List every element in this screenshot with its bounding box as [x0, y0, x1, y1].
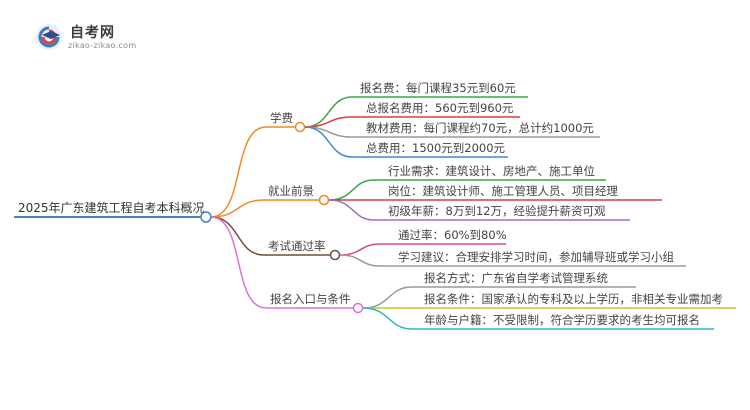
leaf-employment-positions: 岗位：建筑设计师、施工管理人员、项目经理: [388, 184, 618, 198]
connector-employment: [210, 199, 320, 218]
connector-pass-rate: [210, 216, 331, 256]
leaf-tuition-total-registration: 总报名费用：560元到960元: [366, 101, 514, 115]
leaf-pass-rate-advice: 学习建议：合理安排学习时间，参加辅导班或学习小组: [398, 250, 674, 264]
leaf-tuition-total: 总费用：1500元到2000元: [366, 141, 506, 155]
connector-registration: [210, 216, 354, 309]
branch-label-registration: 报名入口与条件: [270, 292, 351, 306]
leaf-registration-method: 报名方式：广东省自学考试管理系统: [424, 271, 608, 285]
branch-employment[interactable]: 就业前景 行业需求：建筑设计、房地产、施工单位 岗位：建筑设计师、施工管理人员、…: [210, 164, 662, 221]
branch-node-registration: [352, 302, 364, 314]
branch-node-employment: [318, 194, 330, 206]
connector-tuition-3: [304, 126, 508, 158]
site-logo[interactable]: 自考网 zikao-zikao.com: [34, 20, 154, 54]
branch-label-employment: 就业前景: [268, 184, 314, 198]
root-label: 2025年广东建筑工程自考本科概况: [18, 200, 205, 215]
branch-label-tuition: 学费: [270, 111, 293, 125]
branch-node-pass-rate: [329, 249, 341, 261]
connector-pass-rate-1: [339, 254, 686, 267]
leaf-pass-rate-value: 通过率：60%到80%: [398, 228, 507, 242]
logo-title: 自考网: [70, 25, 115, 41]
leaf-registration-requirements: 报名条件：国家承认的专科及以上学历，非相关专业需加考: [424, 292, 723, 306]
leaf-employment-demand: 行业需求：建筑设计、房地产、施工单位: [388, 164, 595, 178]
leaf-employment-salary: 初级年薪：8万到12万，经验提升薪资可观: [388, 204, 606, 218]
connector-tuition: [210, 126, 296, 218]
leaf-tuition-registration: 报名费：每门课程35元到60元: [360, 81, 516, 95]
root-node[interactable]: 2025年广东建筑工程自考本科概况: [14, 200, 212, 223]
leaf-registration-age: 年龄与户籍：不受限制，符合学历要求的考生均可报名: [424, 313, 700, 327]
root-node-circle: [200, 211, 212, 223]
graduation-cap-icon: [36, 24, 62, 50]
connector-employment-2: [328, 199, 630, 221]
branch-label-pass-rate: 考试通过率: [268, 239, 326, 253]
branch-tuition[interactable]: 学费 报名费：每门课程35元到60元 总报名费用：560元到960元 教材费用：…: [210, 81, 600, 218]
leaf-tuition-textbooks: 教材费用：每门课程约70元，总计约1000元: [366, 121, 594, 135]
branch-pass-rate[interactable]: 考试通过率 通过率：60%到80% 学习建议：合理安排学习时间，参加辅导班或学习…: [210, 216, 686, 267]
connector-registration-2: [362, 307, 714, 330]
logo-subtitle: zikao-zikao.com: [68, 41, 137, 50]
branch-registration[interactable]: 报名入口与条件 报名方式：广东省自学考试管理系统 报名条件：国家承认的专科及以上…: [210, 216, 736, 330]
branch-node-tuition: [294, 121, 306, 133]
